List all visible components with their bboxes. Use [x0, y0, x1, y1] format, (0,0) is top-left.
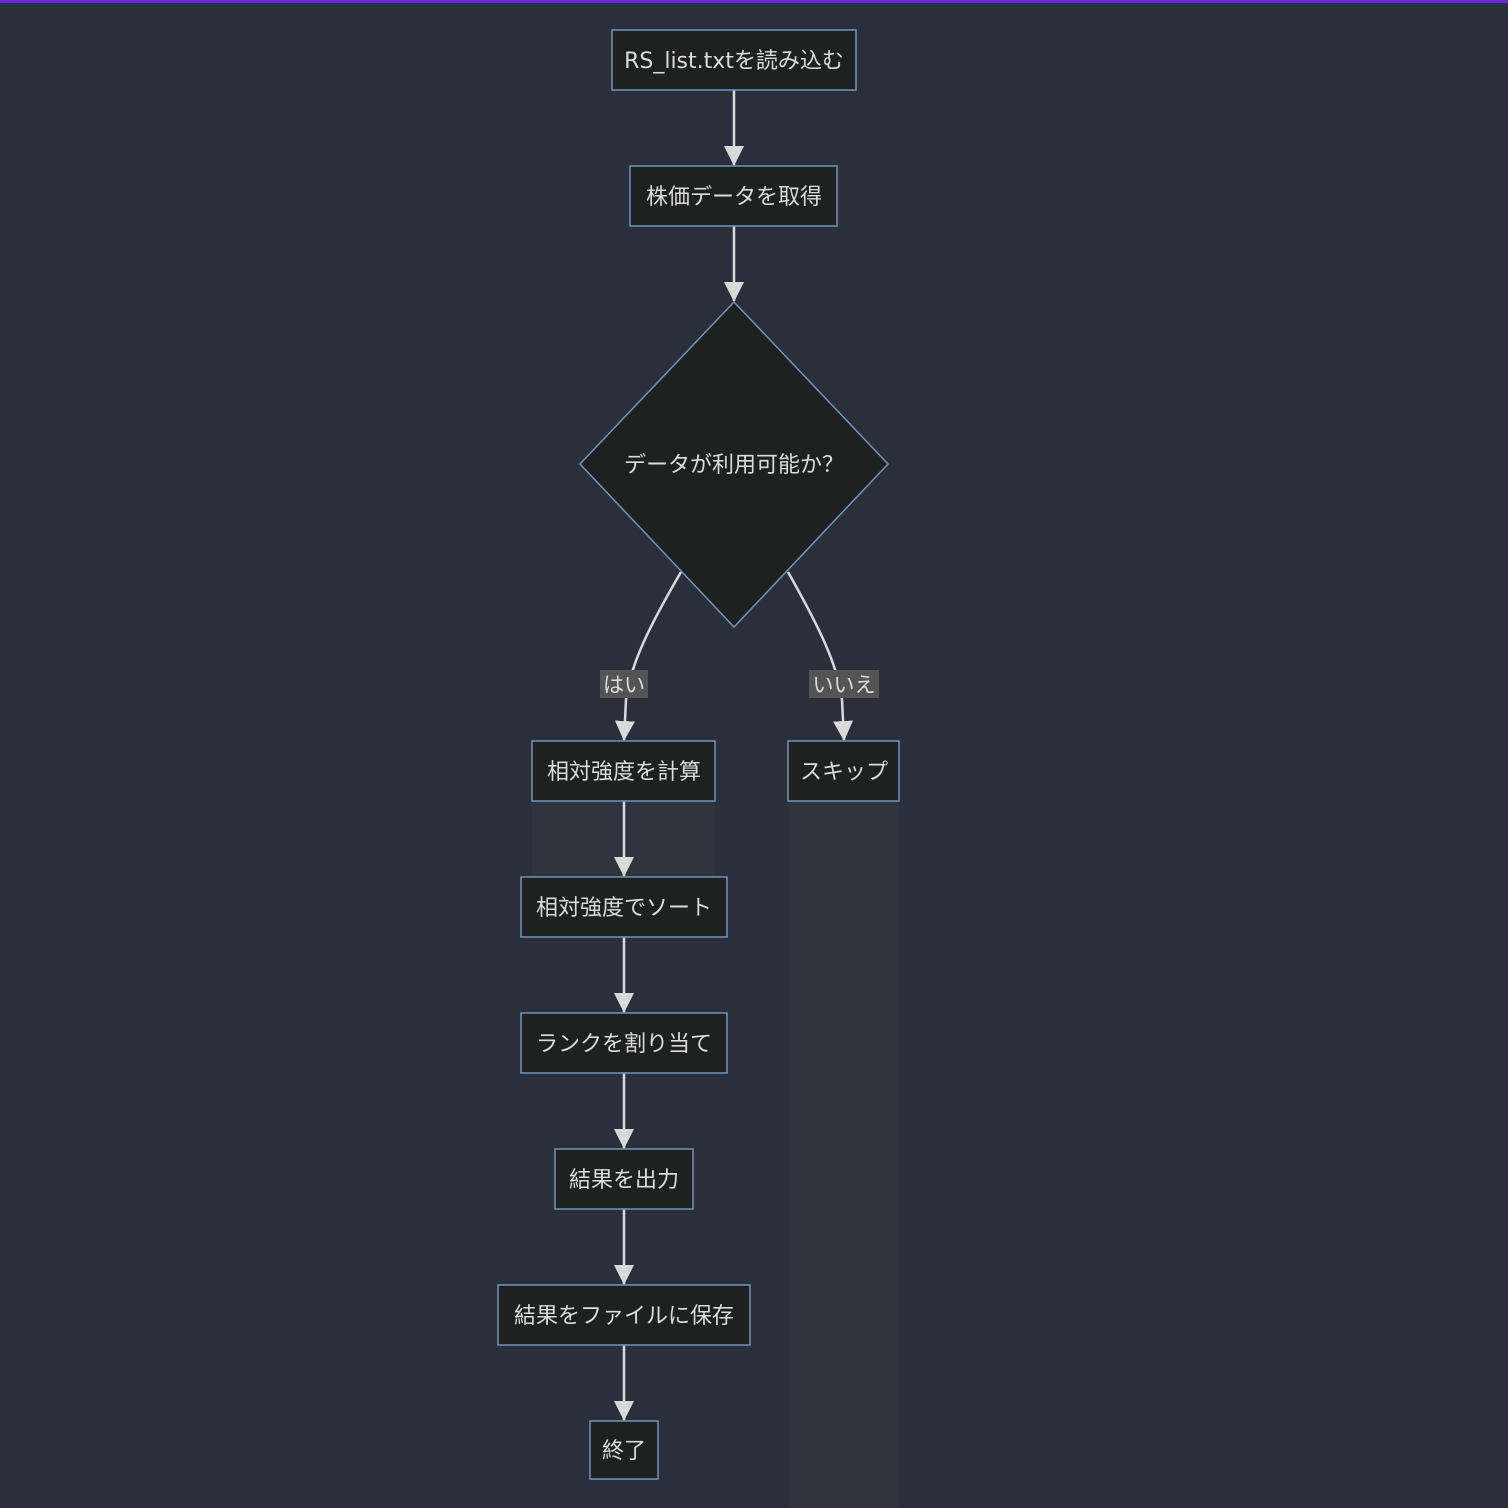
node-output-results[interactable]: 結果を出力: [554, 1148, 694, 1210]
edge-decision-yes: [614, 571, 683, 741]
node-decision-data-available[interactable]: データが利用可能か？: [578, 300, 890, 629]
node-end[interactable]: 終了: [589, 1420, 659, 1480]
node-skip[interactable]: スキップ: [787, 740, 900, 802]
node-skip-label: スキップ: [800, 760, 888, 785]
node-fetch-prices[interactable]: 株価データを取得: [629, 165, 838, 227]
node-sort-rs[interactable]: 相対強度でソート: [520, 876, 728, 938]
node-calc-rs-label: 相対強度を計算: [547, 760, 701, 785]
node-save-results[interactable]: 結果をファイルに保存: [497, 1284, 751, 1346]
node-read-list[interactable]: RS_list.txtを読み込む: [611, 29, 857, 91]
edge-decision-no: [786, 571, 854, 741]
edge-label-yes: はい: [600, 670, 648, 698]
node-calc-rs[interactable]: 相対強度を計算: [531, 740, 716, 802]
edge-label-no: いいえ: [809, 670, 879, 698]
shadow-artifact: [789, 801, 899, 1508]
node-assign-rank-label: ランクを割り当て: [536, 1032, 712, 1057]
node-read-list-label: RS_list.txtを読み込む: [624, 49, 844, 74]
node-sort-rs-label: 相対強度でソート: [536, 896, 712, 921]
edge-label-yes-text: はい: [603, 673, 645, 697]
node-output-results-label: 結果を出力: [569, 1168, 679, 1193]
node-save-results-label: 結果をファイルに保存: [514, 1304, 734, 1329]
top-accent-bar: [0, 0, 1508, 3]
edge-label-no-text: いいえ: [813, 673, 876, 697]
node-fetch-prices-label: 株価データを取得: [646, 185, 822, 210]
node-decision-label: データが利用可能か？: [624, 453, 844, 478]
node-assign-rank[interactable]: ランクを割り当て: [520, 1012, 728, 1074]
node-end-label: 終了: [602, 1439, 646, 1464]
